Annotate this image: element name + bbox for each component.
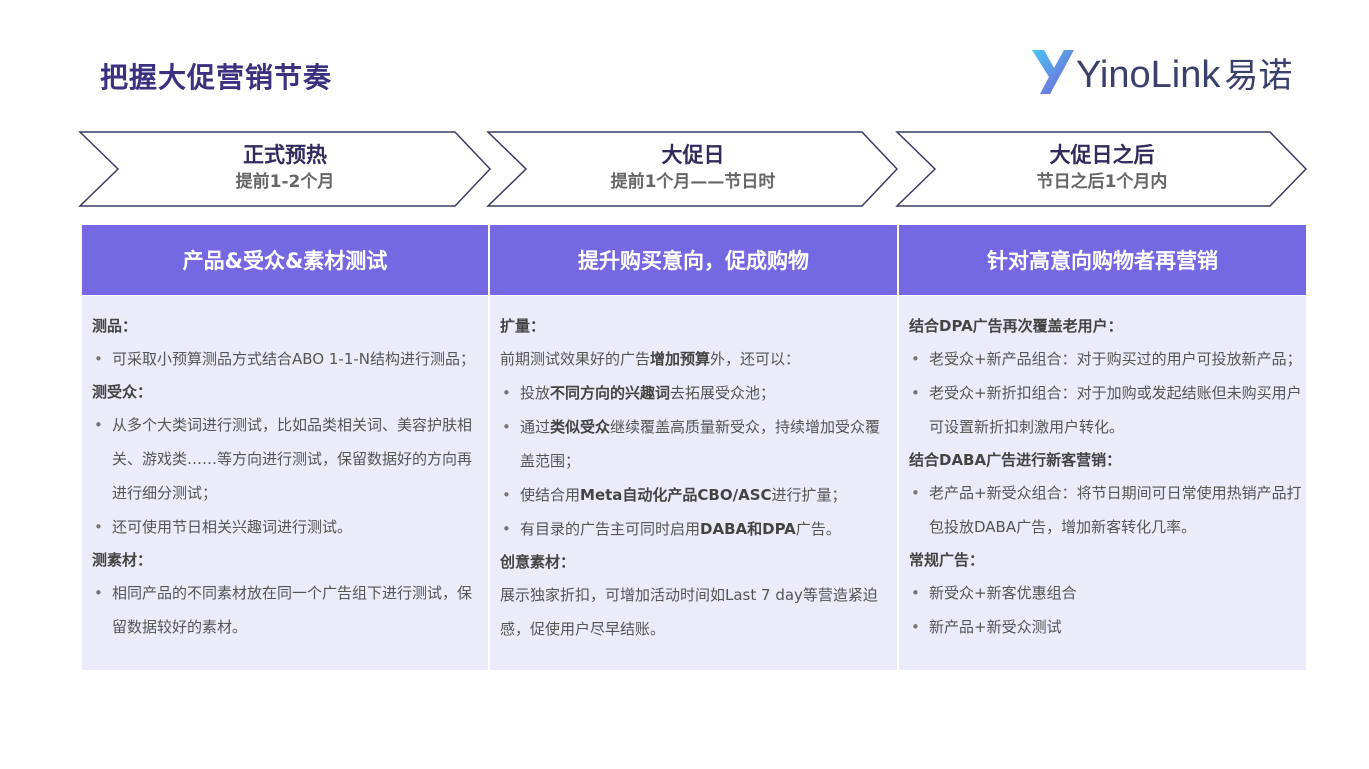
page-title: 把握大促营销节奏 [100, 61, 333, 94]
bold-run: 增加预算 [650, 350, 711, 368]
bold-run: Meta自动化产品CBO/ASC [580, 486, 772, 504]
list-item: 老受众+新产品组合：对于购买过的用户可投放新产品； [909, 342, 1302, 376]
section-title: 扩量： [500, 317, 546, 335]
stage-sub: 提前1个月——节日时 [610, 172, 776, 192]
stage-title: 大促日 [661, 143, 725, 167]
stage-sub: 提前1-2个月 [235, 172, 335, 192]
text-run: 投放 [520, 384, 551, 402]
section-list: 老受众+新产品组合：对于购买过的用户可投放新产品； 老受众+新折扣组合：对于加购… [909, 342, 1302, 444]
list-item: 有目录的广告主可同时启用DABA和DPA广告。 [500, 512, 889, 546]
text-run: 继续覆盖高质量新受众，持续增加受众覆盖范围； [520, 418, 881, 470]
stage-label-2: 大促日 提前1个月——节日时 [543, 130, 843, 206]
section-list: 可采取小预算测品方式结合ABO 1-1-N结构进行测品； [92, 342, 480, 376]
column-body-1: 测品： 可采取小预算测品方式结合ABO 1-1-N结构进行测品； 测受众： 从多… [82, 296, 488, 670]
list-item: 投放不同方向的兴趣词去拓展受众池； [500, 376, 889, 410]
creative-text: 展示独家折扣，可增加活动时间如Last 7 day等营造紧迫感，促使用户尽早结账… [500, 586, 878, 638]
list-item: 通过类似受众继续覆盖高质量新受众，持续增加受众覆盖范围； [500, 410, 889, 478]
column-body-3: 结合DPA广告再次覆盖老用户： 老受众+新产品组合：对于购买过的用户可投放新产品… [899, 296, 1306, 670]
text-run: 进行扩量； [771, 486, 847, 504]
list-item: 相同产品的不同素材放在同一个广告组下进行测试，保留数据较好的素材。 [92, 576, 480, 644]
bold-run: 类似受众 [550, 418, 611, 436]
stage-label-3: 大促日之后 节日之后1个月内 [952, 130, 1252, 206]
stage-sub: 节日之后1个月内 [1036, 172, 1168, 192]
section-list: 老产品+新受众组合：将节日期间可日常使用热销产品打包投放DABA广告，增加新客转… [909, 476, 1302, 544]
bold-run: 不同方向的兴趣词 [550, 384, 671, 402]
list-item: 从多个大类词进行测试，比如品类相关词、美容护肤相关、游戏类……等方向进行测试，保… [92, 408, 480, 510]
section-title: 常规广告： [909, 551, 985, 569]
stage-title: 正式预热 [243, 143, 327, 167]
list-item: 老产品+新受众组合：将节日期间可日常使用热销产品打包投放DABA广告，增加新客转… [909, 476, 1302, 544]
section-title: 测素材： [92, 551, 153, 569]
section-list: 相同产品的不同素材放在同一个广告组下进行测试，保留数据较好的素材。 [92, 576, 480, 644]
section-title: 结合DABA广告进行新客营销： [909, 451, 1122, 469]
list-item: 可采取小预算测品方式结合ABO 1-1-N结构进行测品； [92, 342, 480, 376]
text-run: 使结合用 [520, 486, 581, 504]
section-title: 结合DPA广告再次覆盖老用户： [909, 317, 1123, 335]
column-header-3: 针对高意向购物者再营销 [899, 225, 1306, 295]
chevron-stage-3 [895, 131, 1308, 207]
intro-text: 前期测试效果好的广告增加预算外，还可以： [500, 342, 889, 376]
text-run: 外，还可以： [710, 350, 801, 368]
bold-run: DABA和DPA [700, 520, 796, 538]
chevron-stage-1 [78, 131, 492, 207]
section-list: 从多个大类词进行测试，比如品类相关词、美容护肤相关、游戏类……等方向进行测试，保… [92, 408, 480, 544]
text-run: 通过 [520, 418, 551, 436]
text-run: 广告。 [795, 520, 841, 538]
list-item: 还可使用节日相关兴趣词进行测试。 [92, 510, 480, 544]
section-title: 测品： [92, 317, 138, 335]
list-item: 老受众+新折扣组合：对于加购或发起结账但未购买用户可设置新折扣刺激用户转化。 [909, 376, 1302, 444]
list-item: 新产品+新受众测试 [909, 610, 1302, 644]
list-item: 使结合用Meta自动化产品CBO/ASC进行扩量； [500, 478, 889, 512]
chevron-stage-2 [486, 131, 899, 207]
logo-brand-a: Yino [1076, 53, 1151, 96]
text-run: 去拓展受众池； [670, 384, 776, 402]
column-header-1: 产品&受众&素材测试 [82, 225, 488, 295]
logo-brand-b: Link [1150, 53, 1221, 96]
column-header-2: 提升购买意向，促成购物 [490, 225, 897, 295]
list-item: 新受众+新客优惠组合 [909, 576, 1302, 610]
stage-chevrons [78, 131, 1308, 207]
section-title: 创意素材： [500, 553, 576, 571]
text-run: 前期测试效果好的广告 [500, 350, 651, 368]
logo-brand-cn: 易诺 [1224, 56, 1293, 95]
logo-y-icon [1032, 50, 1074, 94]
section-list: 投放不同方向的兴趣词去拓展受众池； 通过类似受众继续覆盖高质量新受众，持续增加受… [500, 376, 889, 546]
text-run: 有目录的广告主可同时启用 [520, 520, 701, 538]
section-list: 新受众+新客优惠组合 新产品+新受众测试 [909, 576, 1302, 644]
column-body-2: 扩量： 前期测试效果好的广告增加预算外，还可以： 投放不同方向的兴趣词去拓展受众… [490, 296, 897, 670]
section-title: 测受众： [92, 383, 153, 401]
stage-title: 大促日之后 [1049, 143, 1155, 167]
stage-label-1: 正式预热 提前1-2个月 [135, 130, 435, 206]
